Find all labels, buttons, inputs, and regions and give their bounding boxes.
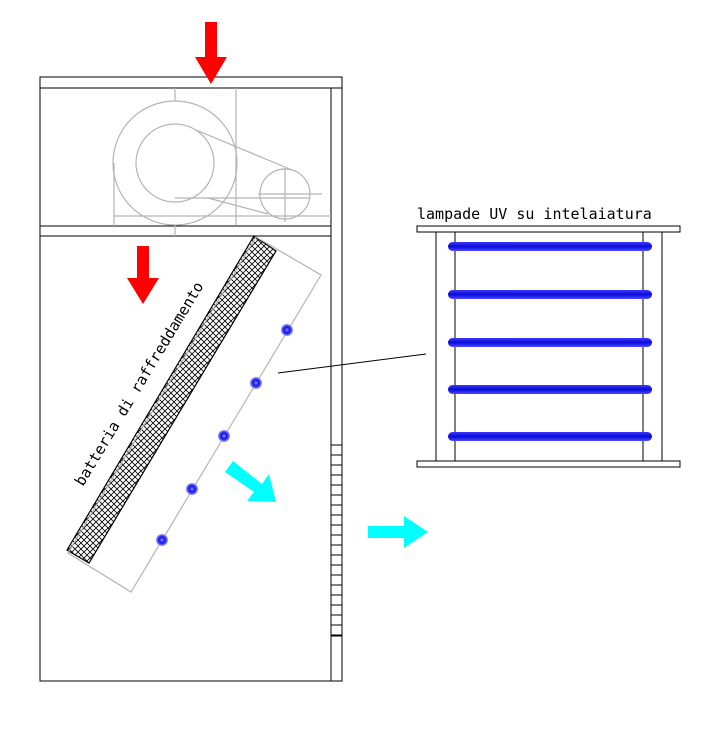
uv-lamp-section [250, 377, 262, 389]
uv-lamp [448, 242, 652, 251]
uv-frame-detail: lampade UV su intelaiatura [416, 205, 681, 468]
fan-icon [112, 88, 331, 236]
uv-lamp [448, 338, 652, 347]
uv-frame-label: lampade UV su intelaiatura [417, 205, 652, 223]
uv-lamp-section [156, 534, 168, 546]
outlet-louvre [330, 444, 343, 637]
inflow-arrow-top [195, 22, 227, 84]
outflow-arrow-right [368, 516, 428, 548]
uv-lamp-row [156, 324, 293, 546]
uv-lamp-section [186, 483, 198, 495]
uv-lamp [448, 385, 652, 394]
outflow-arrow-diagonal [225, 461, 276, 502]
inflow-arrow-coil [127, 246, 159, 304]
uv-lamp [448, 290, 652, 299]
uv-lamp [448, 432, 652, 441]
coil-frame-outline [67, 236, 322, 593]
uv-lamp-section [281, 324, 293, 336]
uv-lamp-section [218, 430, 230, 442]
leader-line [277, 353, 427, 374]
cooling-coil [66, 235, 277, 564]
